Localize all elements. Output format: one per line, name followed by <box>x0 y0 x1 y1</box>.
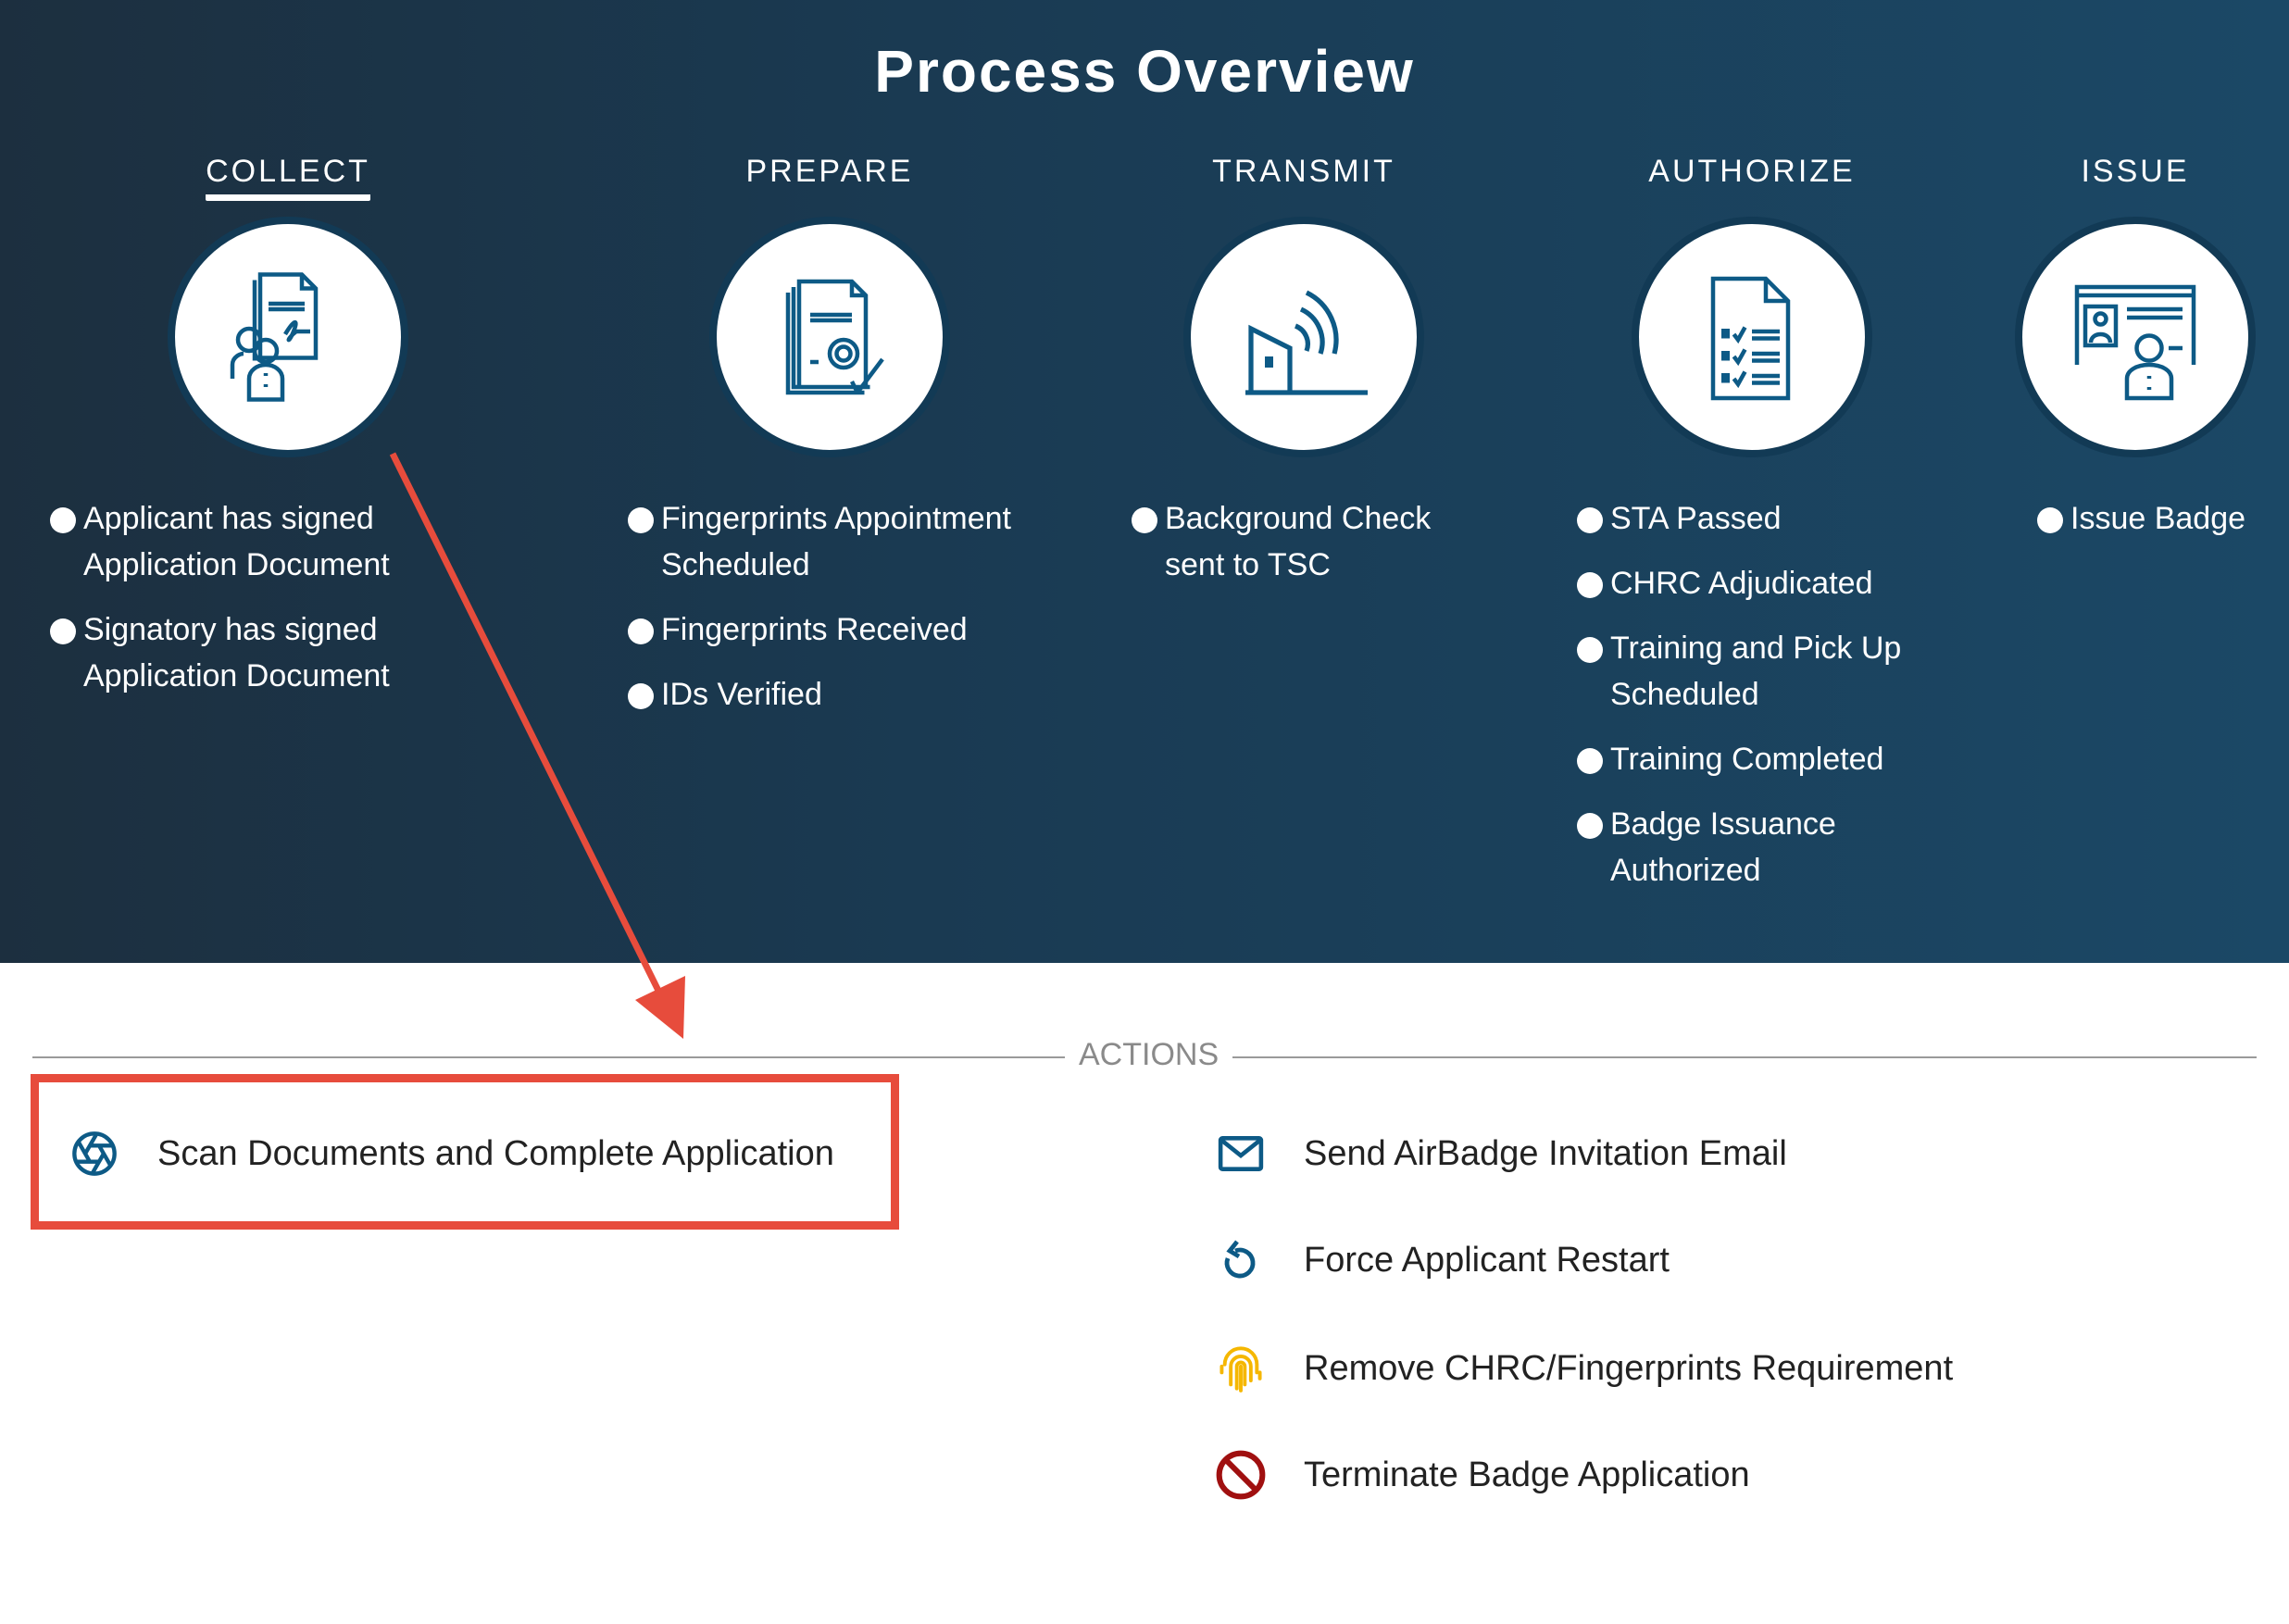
remove-chrc-fingerprints-label: Remove CHRC/Fingerprints Requirement <box>1304 1348 1954 1388</box>
restart-icon <box>1215 1234 1267 1286</box>
actions-heading: ACTIONS <box>1065 1037 1233 1073</box>
prohibited-icon <box>1215 1449 1267 1501</box>
signed-document-people-icon <box>168 217 408 457</box>
badge-person-icon <box>2015 217 2256 457</box>
status-item: STA Passed <box>1577 495 1925 542</box>
checklist-document-icon <box>1632 217 1872 457</box>
scan-documents-button[interactable]: Scan Documents and Complete Application <box>69 1128 834 1180</box>
terminate-badge-application-button[interactable]: Terminate Badge Application <box>1215 1449 1750 1501</box>
send-invitation-email-button[interactable]: Send AirBadge Invitation Email <box>1215 1128 1787 1180</box>
camera-shutter-icon <box>69 1128 120 1180</box>
status-item: Fingerprints Received <box>628 606 1087 653</box>
fingerprint-document-icon <box>709 217 950 457</box>
status-item: IDs Verified <box>628 671 1087 718</box>
stage-tab-prepare[interactable]: PREPARE <box>745 154 914 189</box>
highlight-box <box>31 1074 899 1230</box>
envelope-icon <box>1215 1128 1267 1180</box>
status-item: CHRC Adjudicated <box>1577 560 1925 606</box>
stage-tab-collect[interactable]: COLLECT <box>103 154 473 201</box>
status-item: Background Check sent to TSC <box>1132 495 1470 588</box>
stage-tab-authorize[interactable]: AUTHORIZE <box>1648 154 1856 189</box>
status-item: Applicant has signed Application Documen… <box>50 495 435 588</box>
stage-tab-transmit[interactable]: TRANSMIT <box>1212 154 1395 189</box>
stage-tab-issue[interactable]: ISSUE <box>2081 154 2190 189</box>
scan-documents-label: Scan Documents and Complete Application <box>157 1133 834 1173</box>
status-item: Signatory has signed Application Documen… <box>50 606 435 699</box>
force-applicant-restart-button[interactable]: Force Applicant Restart <box>1215 1234 1670 1286</box>
page-title: Process Overview <box>874 38 1415 105</box>
force-applicant-restart-label: Force Applicant Restart <box>1304 1240 1670 1280</box>
status-item: Training and Pick Up Scheduled <box>1577 625 1925 718</box>
fingerprint-icon <box>1215 1343 1267 1394</box>
status-item: Issue Badge <box>2037 495 2245 542</box>
process-overview-panel: Process Overview COLLECT Applicant has s… <box>0 0 2289 963</box>
status-item: Training Completed <box>1577 736 1925 782</box>
send-invitation-email-label: Send AirBadge Invitation Email <box>1304 1133 1787 1173</box>
status-item: Fingerprints Appointment Scheduled <box>628 495 1087 588</box>
transmit-signal-icon <box>1183 217 1424 457</box>
terminate-badge-application-label: Terminate Badge Application <box>1304 1455 1750 1494</box>
remove-chrc-fingerprints-button[interactable]: Remove CHRC/Fingerprints Requirement <box>1215 1343 1953 1394</box>
status-item: Badge Issuance Authorized <box>1577 801 1925 893</box>
